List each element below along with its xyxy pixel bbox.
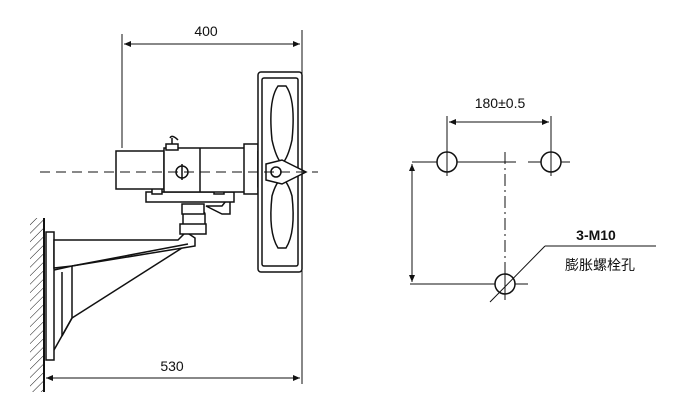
dimension-hole-spacing: 180±0.5 — [446, 95, 552, 148]
hole-bottom — [494, 262, 516, 300]
wall — [30, 218, 45, 392]
side-view: 400 530 — [30, 23, 318, 392]
hole-note-label: 膨胀螺栓孔 — [565, 257, 635, 274]
dimension-530: 530 — [46, 358, 300, 381]
leader-line — [489, 245, 656, 303]
pivot-mount — [145, 187, 235, 235]
bracket — [53, 231, 196, 351]
motor-body — [115, 135, 267, 195]
hole-layout-view: 180±0.5 3-M10 — [409, 95, 656, 303]
hole-top-left — [436, 148, 458, 176]
dimension-400-label: 400 — [194, 23, 218, 39]
hole-spacing-label: 180±0.5 — [475, 95, 526, 111]
wall-plate — [45, 231, 55, 361]
hole-spec-label: 3-M10 — [576, 227, 616, 243]
dimension-530-label: 530 — [160, 358, 184, 374]
dimension-400: 400 — [124, 23, 300, 47]
hole-top-right — [540, 148, 562, 176]
